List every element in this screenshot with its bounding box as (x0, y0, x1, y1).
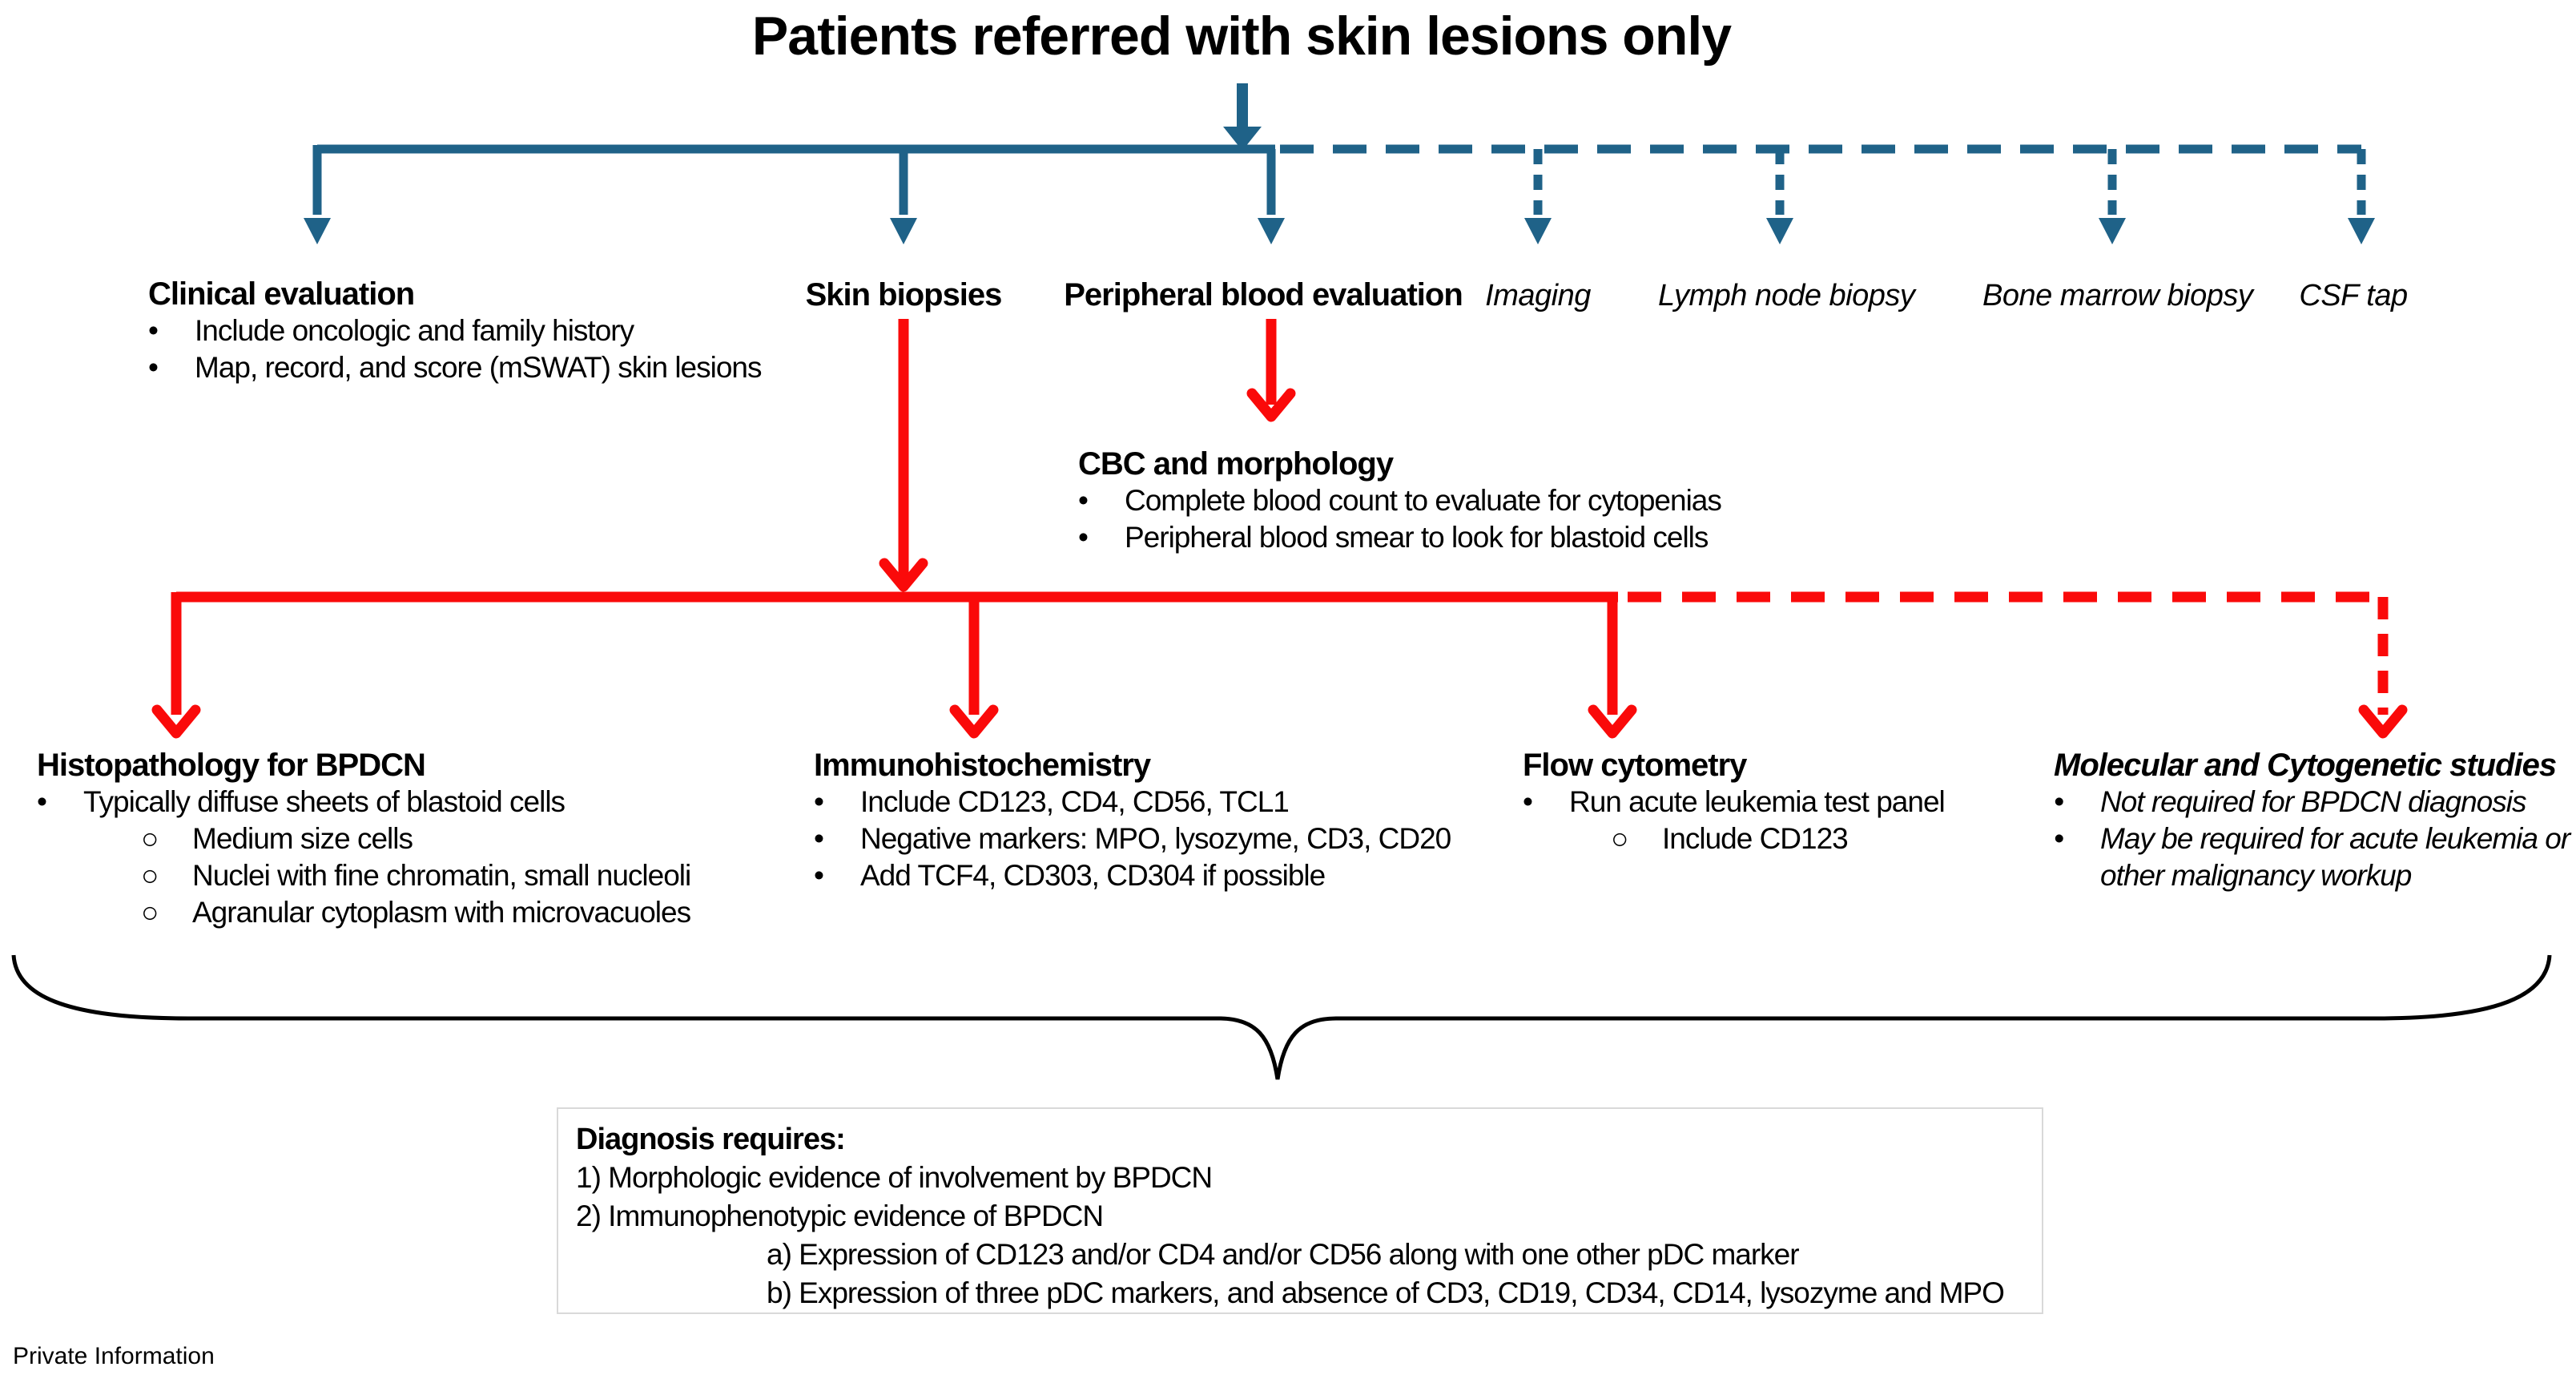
list-item-text: May be required for acute leukemia or ot… (2100, 822, 2570, 892)
imaging-label: Imaging (1485, 279, 1591, 312)
flow-cytometry-heading: Flow cytometry (1523, 748, 1747, 783)
list-item: • Add TCF4, CD303, CD304 if possible (814, 857, 1535, 894)
bullet-dot-icon: • (2054, 785, 2064, 818)
page-title: Patients referred with skin lesions only (751, 6, 1732, 67)
diagnosis-line: 1) Morphologic evidence of involvement b… (576, 1161, 1213, 1194)
list-item-text: Negative markers: MPO, lysozyme, CD3, CD… (860, 822, 1451, 855)
diagnosis-requirements-box: Diagnosis requires: 1) Morphologic evide… (557, 1107, 2043, 1314)
list-item: ○ Include CD123 (1611, 821, 2051, 857)
list-item-text: Run acute leukemia test panel (1569, 785, 1946, 818)
immunohistochemistry-block: Immunohistochemistry • Include CD123, CD… (814, 747, 1535, 894)
csf-tap-label: CSF tap (2299, 279, 2408, 312)
diagnosis-line: 2) Immunophenotypic evidence of BPDCN (576, 1200, 1104, 1232)
list-item: • Map, record, and score (mSWAT) skin le… (148, 349, 853, 386)
list-item-text: Include CD123, CD4, CD56, TCL1 (860, 785, 1290, 818)
list-item-text: Include CD123 (1662, 822, 1849, 855)
skin-biopsies-label: Skin biopsies (805, 277, 1003, 312)
red-arrow-skin-to-workup (879, 319, 928, 592)
list-item-text: Medium size cells (192, 822, 413, 855)
circle-bullet-icon: ○ (141, 896, 159, 929)
blue-arrow-peripheral-blood (1258, 149, 1285, 244)
cbc-morphology-heading: CBC and morphology (1078, 446, 1394, 482)
bullet-dot-icon: • (1078, 484, 1089, 517)
circle-bullet-icon: ○ (1611, 822, 1628, 855)
list-item: ○ Medium size cells (141, 821, 790, 857)
circle-bullet-icon: ○ (141, 859, 159, 892)
bullet-dot-icon: • (1078, 521, 1089, 554)
title-arrow (1223, 83, 1262, 151)
list-item: • Run acute leukemia test panel (1523, 784, 2051, 821)
private-information-note: Private Information (13, 1343, 215, 1369)
blue-dashed-arrow-csf-tap (2348, 149, 2375, 244)
list-item-text: Map, record, and score (mSWAT) skin lesi… (195, 351, 763, 384)
diagnosis-subline: a) Expression of CD123 and/or CD4 and/or… (767, 1238, 1800, 1271)
red-arrow-histopathology (151, 592, 201, 739)
molecular-cytogenetic-block: Molecular and Cytogenetic studies • Not … (2054, 747, 2576, 894)
list-item: ○ Agranular cytoplasm with microvacuoles (141, 894, 790, 931)
clinical-evaluation-heading: Clinical evaluation (148, 276, 415, 312)
bullet-dot-icon: • (814, 822, 824, 855)
diagnosis-heading: Diagnosis requires: (576, 1123, 846, 1156)
list-item: ○ Nuclei with fine chromatin, small nucl… (141, 857, 790, 894)
blue-dashed-arrow-bone-marrow (2099, 149, 2126, 244)
lymph-node-biopsy-label: Lymph node biopsy (1658, 279, 1915, 312)
list-item: • Typically diffuse sheets of blastoid c… (37, 784, 790, 821)
blue-arrow-clinical (304, 145, 331, 244)
list-item-text: Peripheral blood smear to look for blast… (1125, 521, 1709, 554)
list-item: • May be required for acute leukemia or … (2054, 821, 2576, 894)
list-item: • Negative markers: MPO, lysozyme, CD3, … (814, 821, 1535, 857)
list-item-text: Include oncologic and family history (195, 314, 634, 347)
bullet-dot-icon: • (148, 351, 159, 384)
blue-arrow-skin-biopsies (890, 149, 917, 244)
immunohistochemistry-heading: Immunohistochemistry (814, 748, 1151, 783)
list-item-text: Add TCF4, CD303, CD304 if possible (860, 859, 1326, 892)
red-arrow-peripheral-to-cbc (1246, 319, 1296, 422)
list-item: • Peripheral blood smear to look for bla… (1078, 519, 1815, 556)
molecular-cytogenetic-heading: Molecular and Cytogenetic studies (2054, 748, 2557, 783)
list-item-text: Complete blood count to evaluate for cyt… (1125, 484, 1722, 517)
red-arrow-immunohistochemistry (949, 597, 999, 739)
flow-cytometry-block: Flow cytometry • Run acute leukemia test… (1523, 747, 2051, 857)
peripheral-blood-label: Peripheral blood evaluation (1064, 277, 1463, 312)
cbc-morphology-block: CBC and morphology • Complete blood coun… (1078, 446, 1815, 556)
circle-bullet-icon: ○ (141, 822, 159, 855)
red-arrow-flow-cytometry (1588, 597, 1637, 739)
blue-dashed-arrow-lymph-node (1766, 149, 1793, 244)
list-item-text: Nuclei with fine chromatin, small nucleo… (192, 859, 691, 892)
curly-brace (11, 954, 2552, 1080)
clinical-evaluation-block: Clinical evaluation • Include oncologic … (148, 276, 853, 386)
histopathology-heading: Histopathology for BPDCN (37, 748, 426, 783)
list-item: • Not required for BPDCN diagnosis (2054, 784, 2576, 821)
bullet-dot-icon: • (814, 785, 824, 818)
bullet-dot-icon: • (37, 785, 47, 818)
diagnosis-subline: b) Expression of three pDC markers, and … (767, 1276, 2005, 1309)
blue-dashed-arrow-imaging (1524, 149, 1552, 244)
list-item: • Include CD123, CD4, CD56, TCL1 (814, 784, 1535, 821)
list-item-text: Typically diffuse sheets of blastoid cel… (83, 785, 566, 818)
red-dashed-arrow-molecular (2358, 597, 2408, 739)
list-item: • Include oncologic and family history (148, 312, 853, 349)
bullet-dot-icon: • (1523, 785, 1533, 818)
bullet-dot-icon: • (814, 859, 824, 892)
list-item-text: Not required for BPDCN diagnosis (2100, 785, 2526, 818)
bullet-dot-icon: • (2054, 822, 2064, 855)
histopathology-block: Histopathology for BPDCN • Typically dif… (37, 747, 790, 931)
list-item-text: Agranular cytoplasm with microvacuoles (192, 896, 691, 929)
bullet-dot-icon: • (148, 314, 159, 347)
list-item: • Complete blood count to evaluate for c… (1078, 482, 1815, 519)
bone-marrow-biopsy-label: Bone marrow biopsy (1982, 279, 2253, 312)
